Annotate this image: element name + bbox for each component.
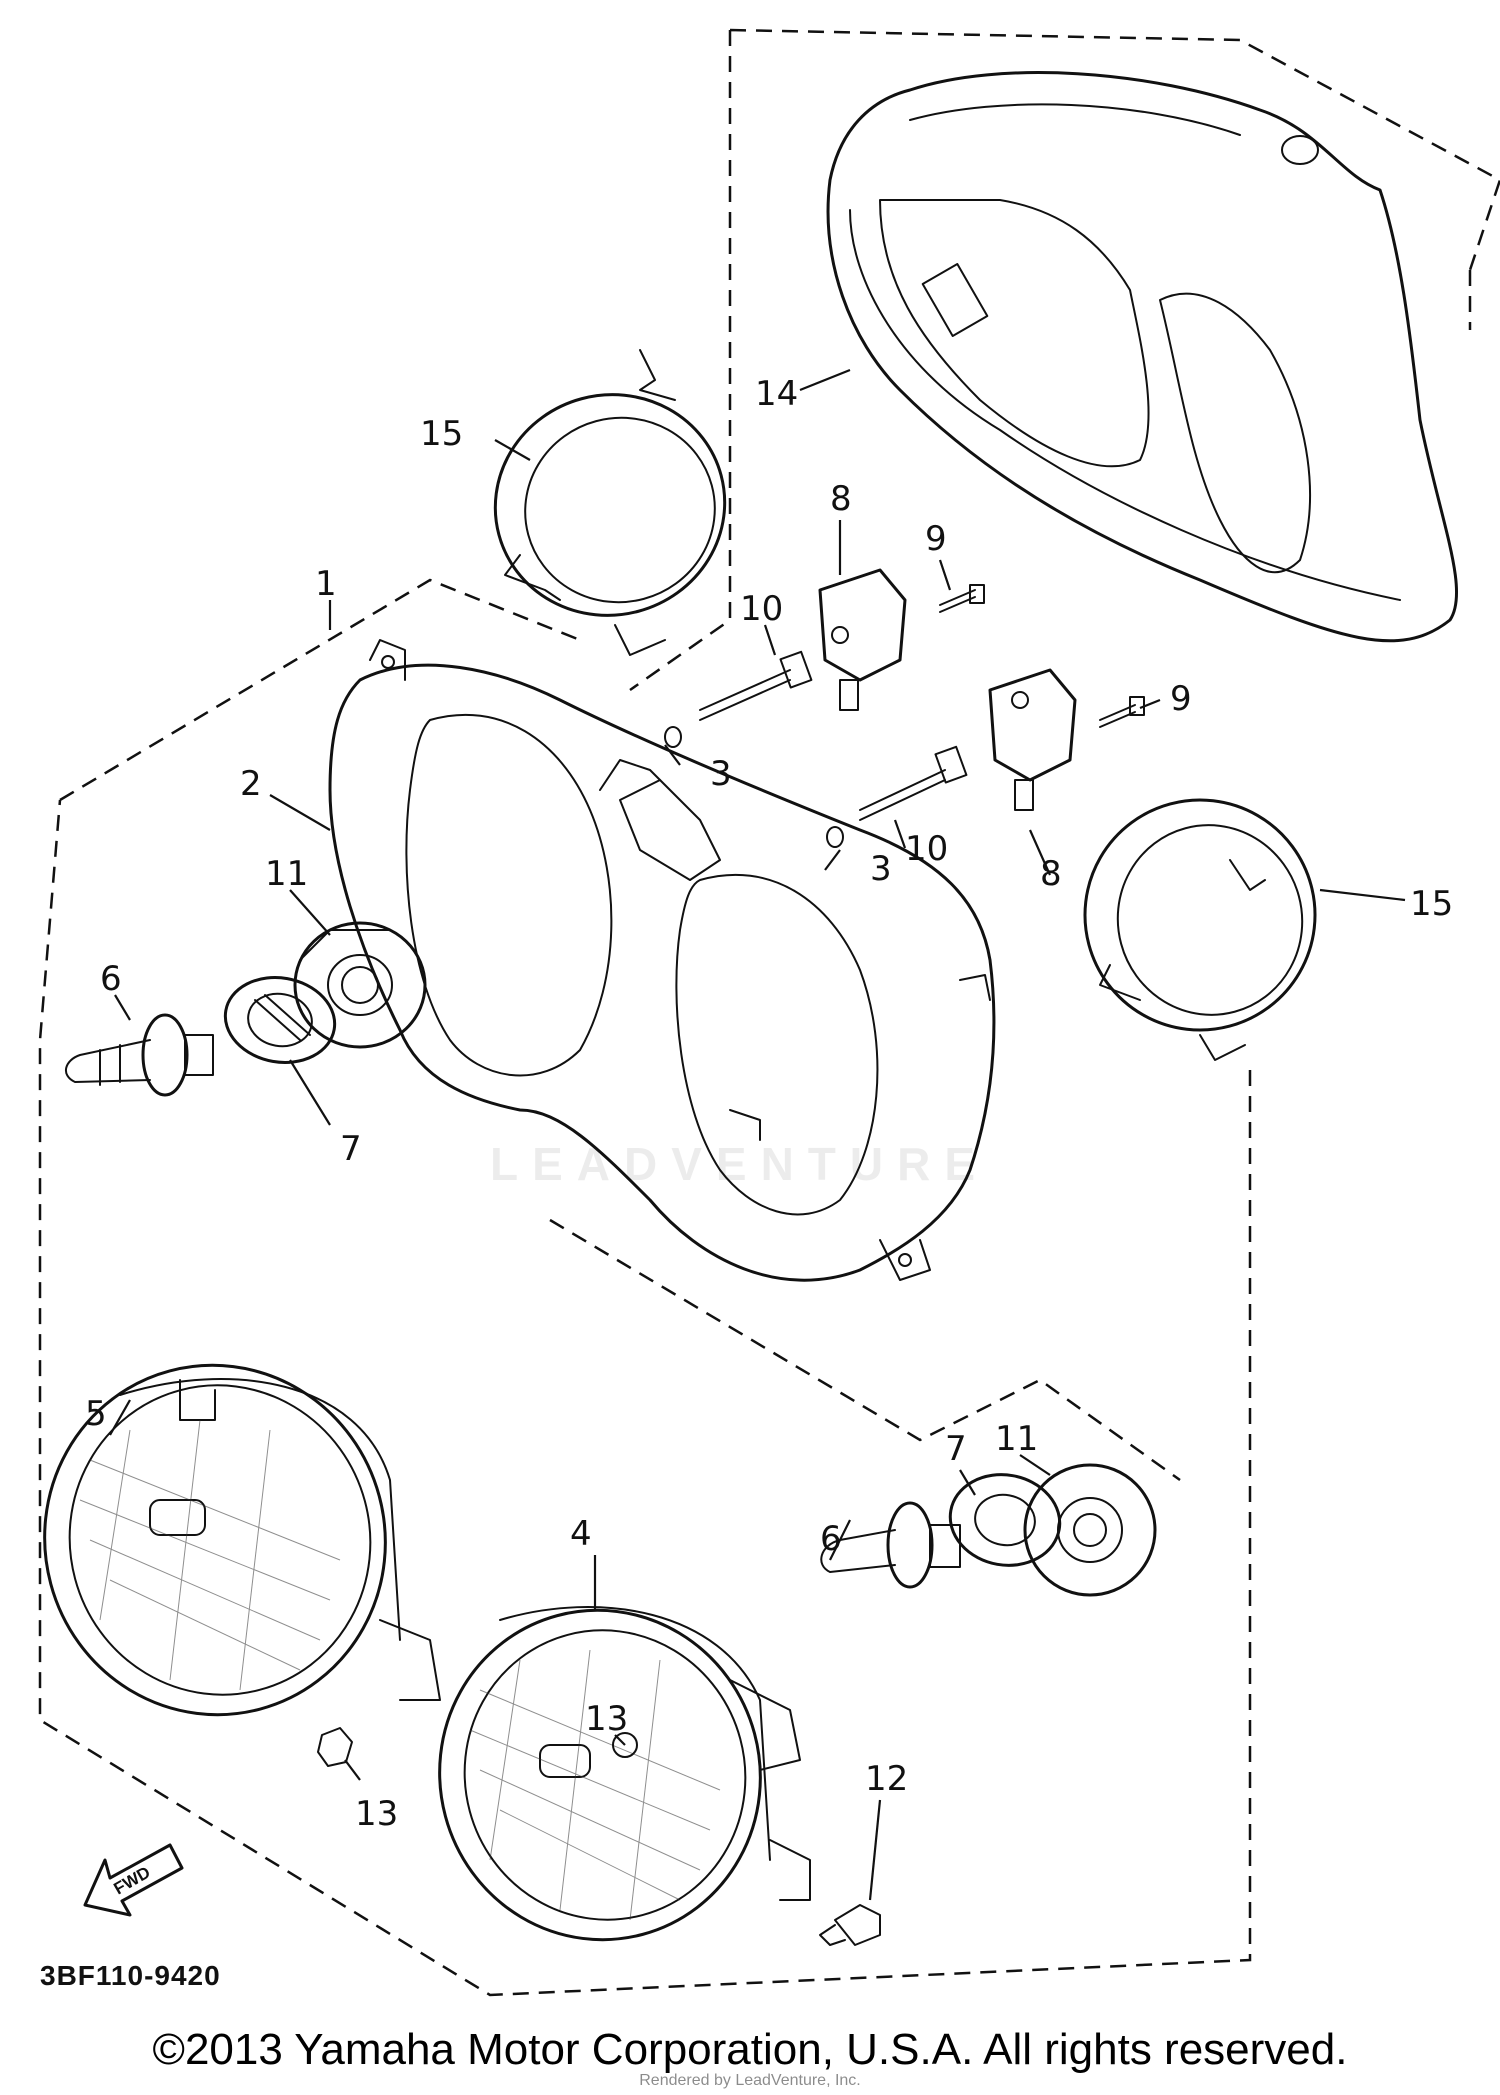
callout-7-upper: 7 [340, 1129, 362, 1169]
callout-10-upper: 10 [740, 589, 783, 629]
callout-9-upper: 9 [925, 519, 947, 559]
cowling-part[interactable] [826, 71, 1458, 643]
fwd-label: FWD [111, 1863, 154, 1899]
bulb-cover-upper[interactable] [293, 921, 427, 1049]
callout-10-lower: 10 [905, 829, 948, 869]
callout-3-lower: 3 [870, 849, 892, 889]
forward-arrow-icon: FWD [83, 1843, 184, 1917]
headlight-unit-right[interactable] [403, 1574, 811, 1976]
headlight-unit-left[interactable] [5, 1327, 441, 1753]
adjusting-screw-upper[interactable] [699, 650, 813, 721]
callout-8-upper: 8 [830, 479, 852, 519]
callout-15-upper: 15 [420, 414, 463, 454]
group-outline-inner [549, 1218, 1181, 1482]
callout-4: 4 [570, 1514, 592, 1554]
screw-lower[interactable] [1099, 696, 1145, 728]
callout-5: 5 [85, 1394, 107, 1434]
callout-15-lower: 15 [1410, 884, 1453, 924]
callout-3-upper: 3 [710, 754, 732, 794]
leader-lines [109, 368, 1406, 1901]
pilot-bulb-socket[interactable] [819, 1904, 881, 1946]
callout-11-upper: 11 [265, 854, 308, 894]
adjuster-bracket-lower[interactable] [988, 668, 1077, 811]
group-outline-headlight-assembly [38, 578, 1252, 1997]
callout-13-left: 13 [355, 1794, 398, 1834]
mounting-nut-left[interactable] [317, 1727, 353, 1767]
callout-14: 14 [755, 374, 798, 414]
callout-9-lower: 9 [1170, 679, 1192, 719]
callout-13-right: 13 [585, 1699, 628, 1739]
adjuster-bracket-upper[interactable] [818, 568, 907, 711]
callout-1: 1 [315, 564, 337, 604]
watermark-text: LEADVENTURE [490, 1138, 989, 1190]
copyright-notice: ©2013 Yamaha Motor Corporation, U.S.A. A… [152, 2025, 1348, 2074]
bulb-retainer-upper[interactable] [219, 969, 342, 1071]
callout-8-lower: 8 [1040, 854, 1062, 894]
callout-6-upper: 6 [100, 959, 122, 999]
callout-7-lower: 7 [945, 1429, 967, 1469]
group-outline-cowling [629, 28, 1500, 692]
washer-upper[interactable] [664, 726, 682, 748]
washer-lower[interactable] [826, 826, 844, 848]
adjusting-screw-lower[interactable] [859, 745, 968, 821]
callout-labels: 15 1 2 11 6 7 3 3 8 8 9 9 10 10 14 15 5 … [85, 374, 1453, 1834]
callout-2: 2 [240, 764, 262, 804]
diagram-part-number: 3BF110-9420 [40, 1960, 221, 1991]
callout-6-lower: 6 [820, 1519, 842, 1559]
headlight-rim-lower[interactable] [1059, 774, 1341, 1061]
screw-upper[interactable] [939, 584, 985, 613]
headlight-housing[interactable] [328, 639, 996, 1282]
rendered-by-notice: Rendered by LeadVenture, Inc. [639, 2072, 861, 2089]
mounting-nut-right[interactable] [612, 1732, 638, 1758]
bulb-cover-lower[interactable] [1023, 1463, 1157, 1597]
bulb-retainer-lower[interactable] [943, 1466, 1067, 1574]
callout-12: 12 [865, 1759, 908, 1799]
halogen-bulb-lower[interactable] [820, 1501, 961, 1589]
headlight-rim-upper[interactable] [470, 349, 749, 656]
callout-11-lower: 11 [995, 1419, 1038, 1459]
halogen-bulb-upper[interactable] [65, 1013, 214, 1097]
